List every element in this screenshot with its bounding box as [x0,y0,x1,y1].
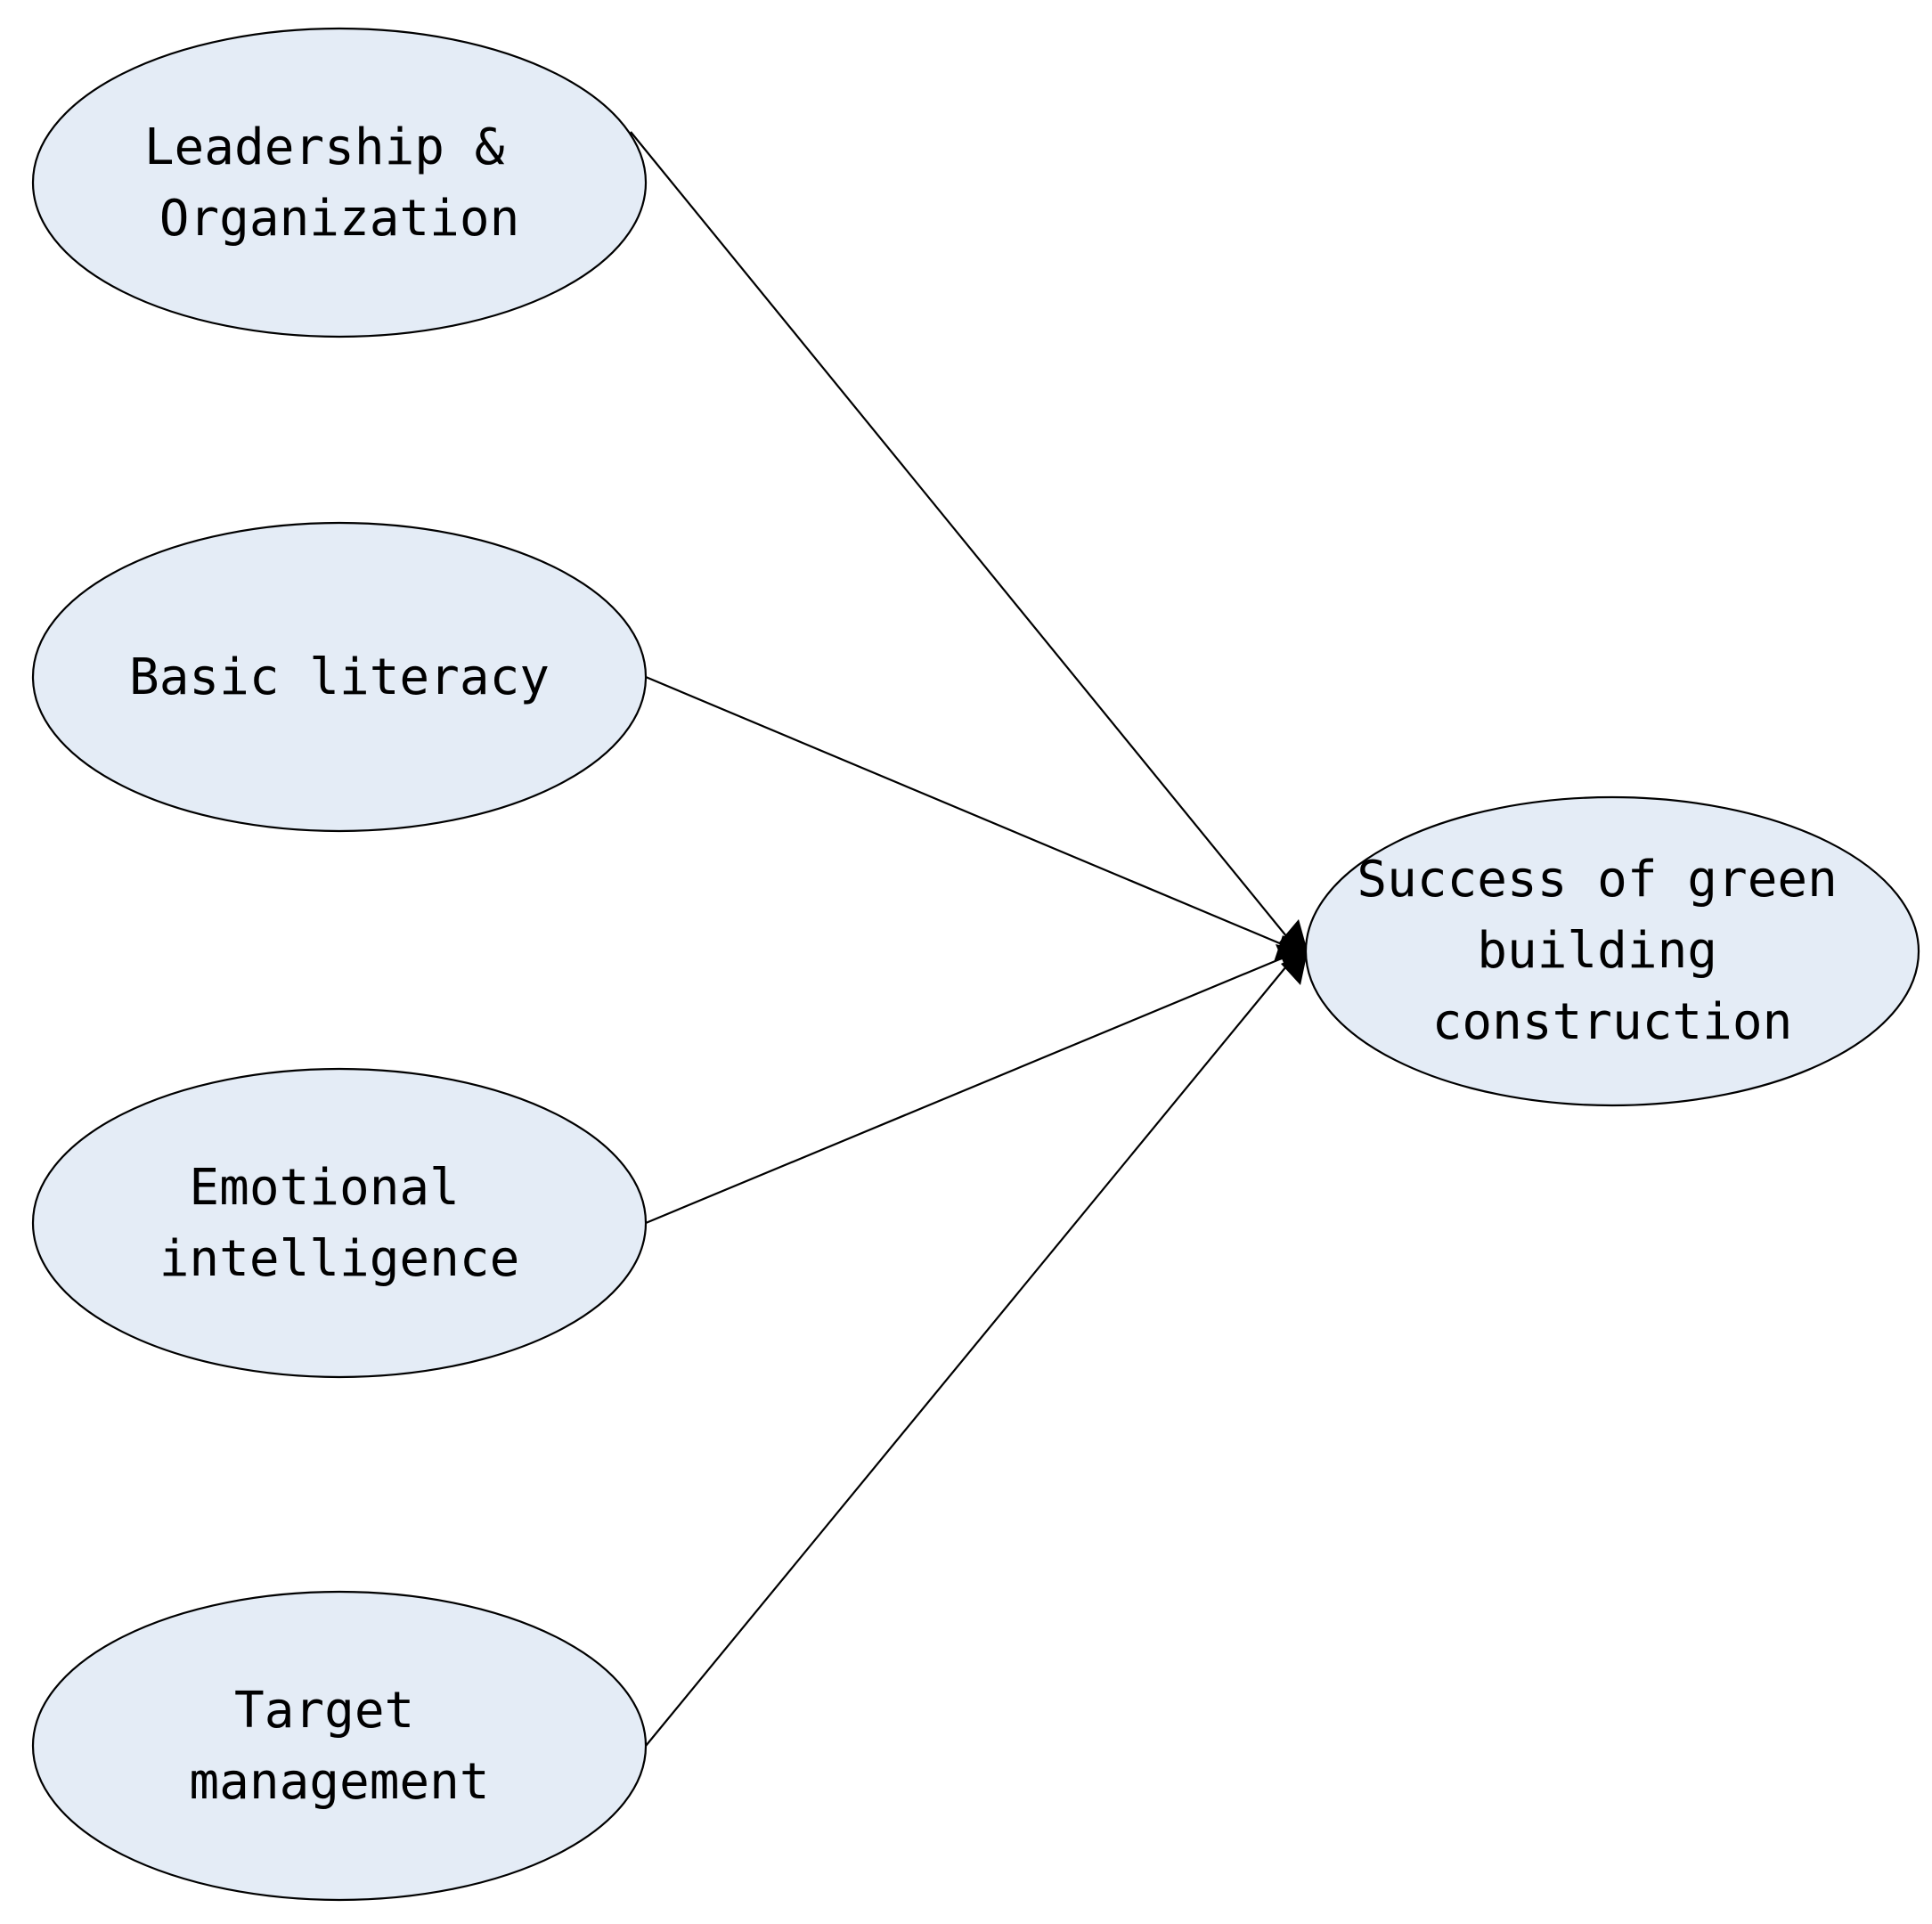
node-target-line-2: management [189,1753,489,1811]
node-leadership-ellipse [31,27,648,338]
node-emotional-intelligence: Emotional intelligence [31,1067,648,1379]
edge-target-to-success [645,950,1300,1747]
node-emotional-line-1: Emotional [189,1159,459,1217]
node-leadership-line-2: Organization [159,190,520,248]
node-literacy-label: Basic literacy [129,648,550,706]
node-success-line-2: building [1477,922,1717,980]
edge-emotional-to-success [645,950,1300,1225]
node-success-line-3: construction [1432,993,1793,1051]
node-target-line-1: Target [234,1682,414,1740]
node-success-line-1: Success of green [1357,851,1837,909]
arrowhead-cluster [1274,919,1308,985]
node-emotional-ellipse [31,1067,648,1379]
node-success-green-building: Success of green building construction [1304,795,1920,1107]
node-leadership-label: Leadership & Organization [144,118,534,248]
node-leadership-organization: Leadership & Organization [31,27,648,338]
node-literacy-ellipse [31,521,648,833]
node-emotional-line-2: intelligence [159,1230,520,1288]
node-success-label: Success of green building construction [1357,851,1867,1051]
node-emotional-label: Emotional intelligence [159,1159,520,1288]
node-target-ellipse [31,1590,648,1902]
node-literacy-line-1: Basic literacy [129,648,550,706]
node-leadership-line-1: Leadership & [144,118,505,176]
node-target-management: Target management [31,1590,648,1902]
node-target-label: Target management [189,1682,489,1811]
node-basic-literacy: Basic literacy [31,521,648,833]
node-success-ellipse [1304,795,1920,1107]
edge-leadership-to-success [630,131,1300,952]
edge-literacy-to-success [645,675,1300,953]
arrowhead-icon [1281,951,1308,985]
